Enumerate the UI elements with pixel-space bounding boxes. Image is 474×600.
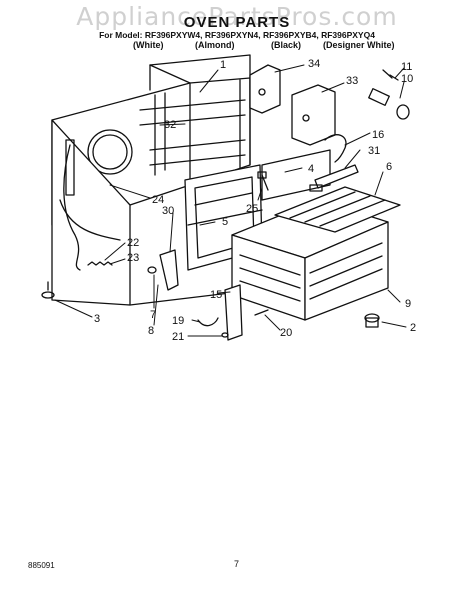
callout-24: 24 [152, 194, 164, 206]
callout-16: 16 [372, 129, 384, 141]
callout-34: 34 [308, 58, 320, 70]
callout-15: 15 [210, 289, 222, 301]
callout-21: 21 [172, 331, 184, 343]
callout-11: 11 [401, 61, 412, 73]
callout-6: 6 [386, 161, 392, 173]
callout-30: 30 [162, 205, 174, 217]
callout-22: 22 [127, 237, 139, 249]
document-number: 885091 [28, 561, 55, 570]
callout-3: 3 [94, 313, 100, 325]
color-black: (Black) [271, 40, 302, 50]
leader-lines [54, 64, 407, 337]
color-designer: (Designer White) [323, 40, 395, 50]
oven-rack [274, 186, 401, 233]
callout-9: 9 [405, 298, 411, 310]
callout-5: 5 [222, 216, 228, 228]
callout-labels: 1 2 3 4 5 6 7 8 9 10 11 15 16 19 20 21 2… [94, 58, 416, 343]
callout-23: 23 [127, 252, 139, 264]
callout-8: 8 [148, 325, 154, 337]
color-almond: (Almond) [195, 40, 235, 50]
callout-25: 25 [246, 203, 258, 215]
small-parts [41, 171, 380, 341]
callout-20: 20 [280, 327, 292, 339]
callout-7: 7 [150, 309, 156, 321]
oven-chassis [51, 54, 256, 306]
callout-2: 2 [410, 322, 416, 334]
callout-4: 4 [308, 163, 314, 175]
page-title: OVEN PARTS [183, 14, 291, 31]
insulation-panel [261, 149, 331, 201]
page-number: 7 [234, 559, 240, 569]
callout-31: 31 [368, 145, 380, 157]
model-list: For Model: RF396PXYW4, RF396PXYN4, RF396… [99, 30, 375, 40]
callout-19: 19 [172, 315, 184, 327]
callout-1: 1 [220, 59, 226, 71]
color-white: (White) [133, 40, 164, 50]
top-right-parts [249, 64, 410, 192]
callout-32: 32 [164, 119, 176, 131]
callout-33: 33 [346, 75, 358, 87]
watermark: AppliancePartsPros.com [76, 2, 398, 31]
callout-10: 10 [401, 73, 413, 85]
